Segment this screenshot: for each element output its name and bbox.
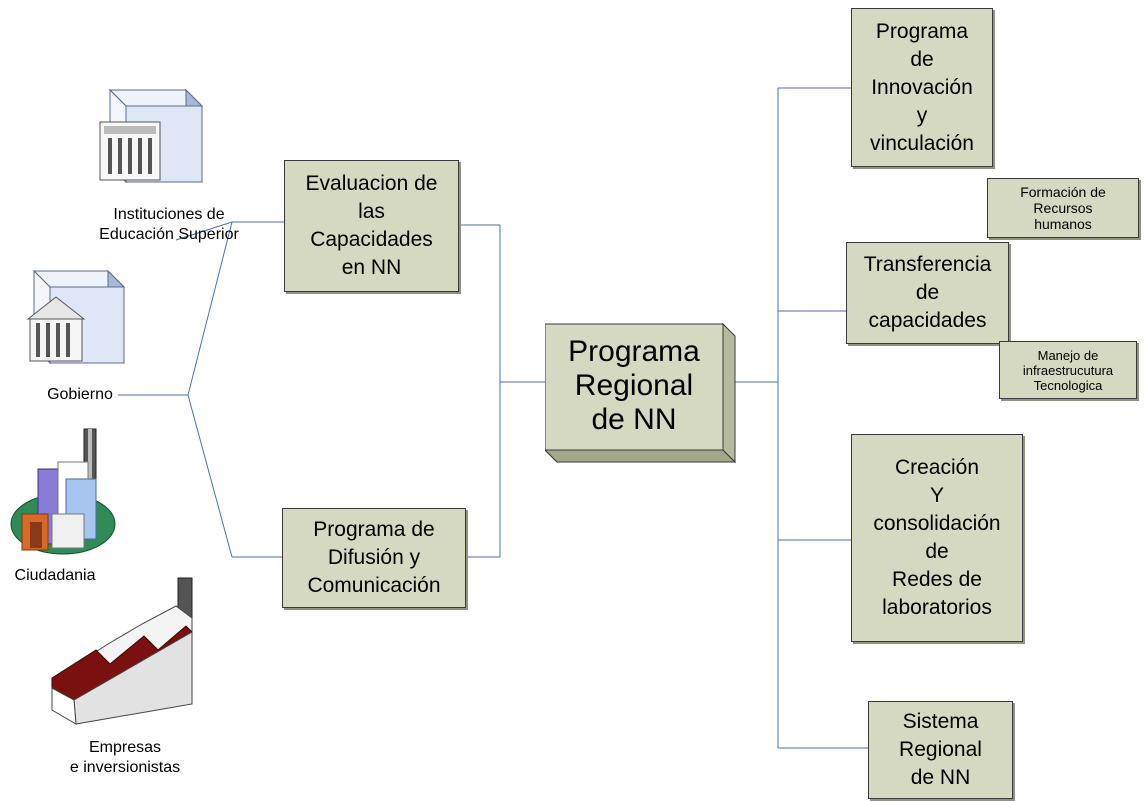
hr-training-box: Formación de Recursos humanos [987,178,1139,238]
regional-system-box: Sistema Regional de NN [868,701,1013,799]
universities-label: Instituciones de Educación Superior [99,206,239,243]
companies-label: Empresas e inversionistas [69,739,181,776]
innovation-box: Programa de Innovación y vinculación [851,8,993,167]
transfer-box: Transferencia de capacidades [846,242,1009,344]
regional-program-title: Programa Regional de NN [568,335,700,436]
evaluation-box: Evaluacion de las Capacidades en NN [284,160,459,292]
hub-to-evaluation-line [187,221,233,396]
university-building-icon [99,88,204,184]
government-building-icon [26,269,126,365]
networks-box: Creación Y consolidación de Redes de lab… [851,434,1023,642]
city-skyline-icon [10,428,116,555]
diffusion-box: Programa de Difusión y Comunicación [282,508,466,608]
regional-program-3d-box [545,322,737,464]
hub-to-diffusion-line [187,394,233,558]
citizens-label: Ciudadania [14,567,96,584]
government-label: Gobierno [47,386,113,403]
infrastructure-box: Manejo de infraestrucutura Tecnologica [999,341,1137,399]
factory-icon [51,577,193,725]
